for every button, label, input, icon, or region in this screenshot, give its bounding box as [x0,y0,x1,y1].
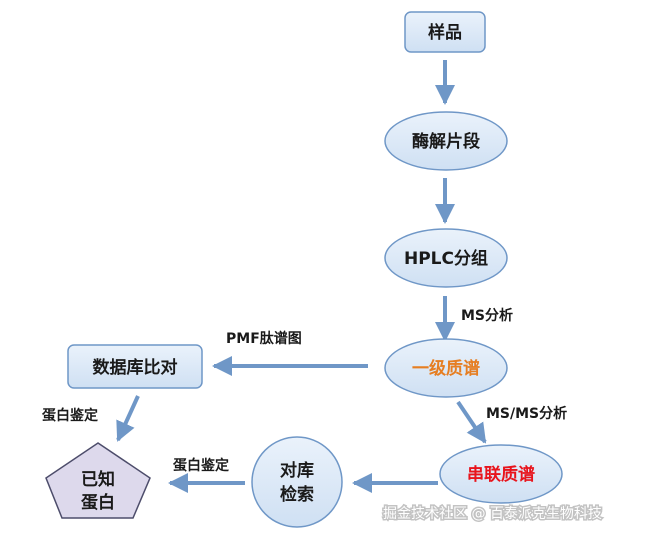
edge-label-protein-id-2: 蛋白鉴定 [173,457,229,474]
node-db-search: 对库 检索 [251,436,343,528]
arrow-ms1-tandem [456,400,487,444]
node-tandem: 串联质谱 [439,444,563,504]
watermark-shadow: 掘金技术社区 @ 百泰派克生物科技 [383,506,602,522]
node-known-protein: 已知 蛋白 [45,442,151,519]
node-db-search-label-2: 检索 [280,484,314,505]
node-known-label-2: 蛋白 [81,492,115,513]
node-sample: 样品 [404,11,486,53]
node-db-compare: 数据库比对 [67,344,203,389]
arrow-dbcompare-known [116,395,140,442]
node-sample-label: 样品 [428,22,462,43]
node-ms1-label: 一级质谱 [412,358,480,379]
edge-label-protein-id-1: 蛋白鉴定 [42,407,98,424]
edge-label-ms-analysis: MS分析 [461,307,513,324]
node-digest-label: 酶解片段 [412,131,480,152]
node-digest: 酶解片段 [384,111,508,171]
node-hplc-label: HPLC分组 [404,248,488,269]
edge-label-pmf: PMF肽谱图 [226,330,302,347]
node-db-compare-label: 数据库比对 [93,357,178,378]
node-db-search-label-1: 对库 [280,460,314,481]
watermark-text: 掘金技术社区 @ 百泰派克生物科技 [383,506,602,522]
node-ms1: 一级质谱 [384,338,508,398]
node-known-label-1: 已知 [81,469,115,490]
node-tandem-label: 串联质谱 [467,464,535,485]
watermark: 掘金技术社区 @ 百泰派克生物科技 掘金技术社区 @ 百泰派克生物科技 [382,505,604,524]
edge-label-msms-analysis: MS/MS分析 [486,405,567,422]
node-hplc: HPLC分组 [384,228,508,288]
